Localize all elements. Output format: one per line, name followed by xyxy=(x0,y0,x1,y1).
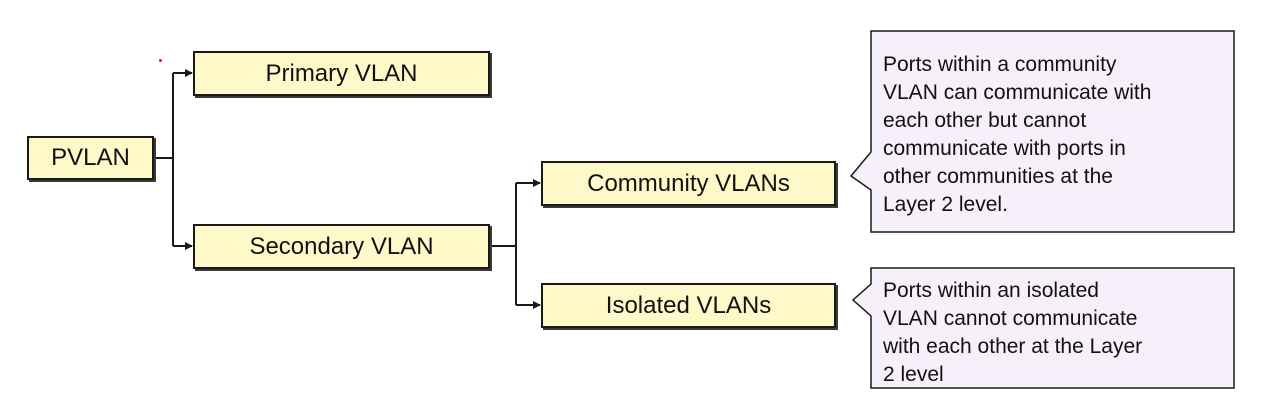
callout-community-line: other communities at the xyxy=(883,165,1113,188)
callout-community-line: Ports within a community xyxy=(883,53,1117,76)
callout-isolated-shape xyxy=(851,267,1235,389)
node-primary-vlan-label: Primary VLAN xyxy=(265,59,418,87)
callout-isolated-line: 2 level xyxy=(883,363,944,386)
callout-isolated-line: with each other at the Layer xyxy=(883,335,1143,358)
callout-community-text: Ports within a community VLAN can commun… xyxy=(871,47,1234,223)
callout-community-line: each other but cannot xyxy=(883,109,1087,132)
callout-community-line: VLAN can communicate with xyxy=(883,81,1152,104)
callout-isolated-line: VLAN cannot communicate xyxy=(883,307,1138,330)
callout-community-line: Layer 2 level. xyxy=(883,193,1008,216)
node-primary-vlan: Primary VLAN xyxy=(193,51,490,96)
node-community-vlans: Community VLANs xyxy=(541,161,836,206)
node-secondary-vlan: Secondary VLAN xyxy=(193,224,490,269)
callout-isolated-text: Ports within an isolated VLAN cannot com… xyxy=(871,273,1234,393)
callout-community-line: communicate with ports in xyxy=(883,137,1126,160)
node-secondary-vlan-label: Secondary VLAN xyxy=(249,232,434,260)
node-pvlan-label: PVLAN xyxy=(51,144,130,171)
callout-isolated-line: Ports within an isolated xyxy=(883,279,1099,302)
node-pvlan: PVLAN xyxy=(27,136,154,180)
node-isolated-vlans: Isolated VLANs xyxy=(541,283,836,328)
stray-dot-marker xyxy=(159,59,162,62)
node-community-vlans-label: Community VLANs xyxy=(587,169,790,197)
callout-community-shape xyxy=(849,30,1235,233)
node-isolated-vlans-label: Isolated VLANs xyxy=(605,291,772,319)
